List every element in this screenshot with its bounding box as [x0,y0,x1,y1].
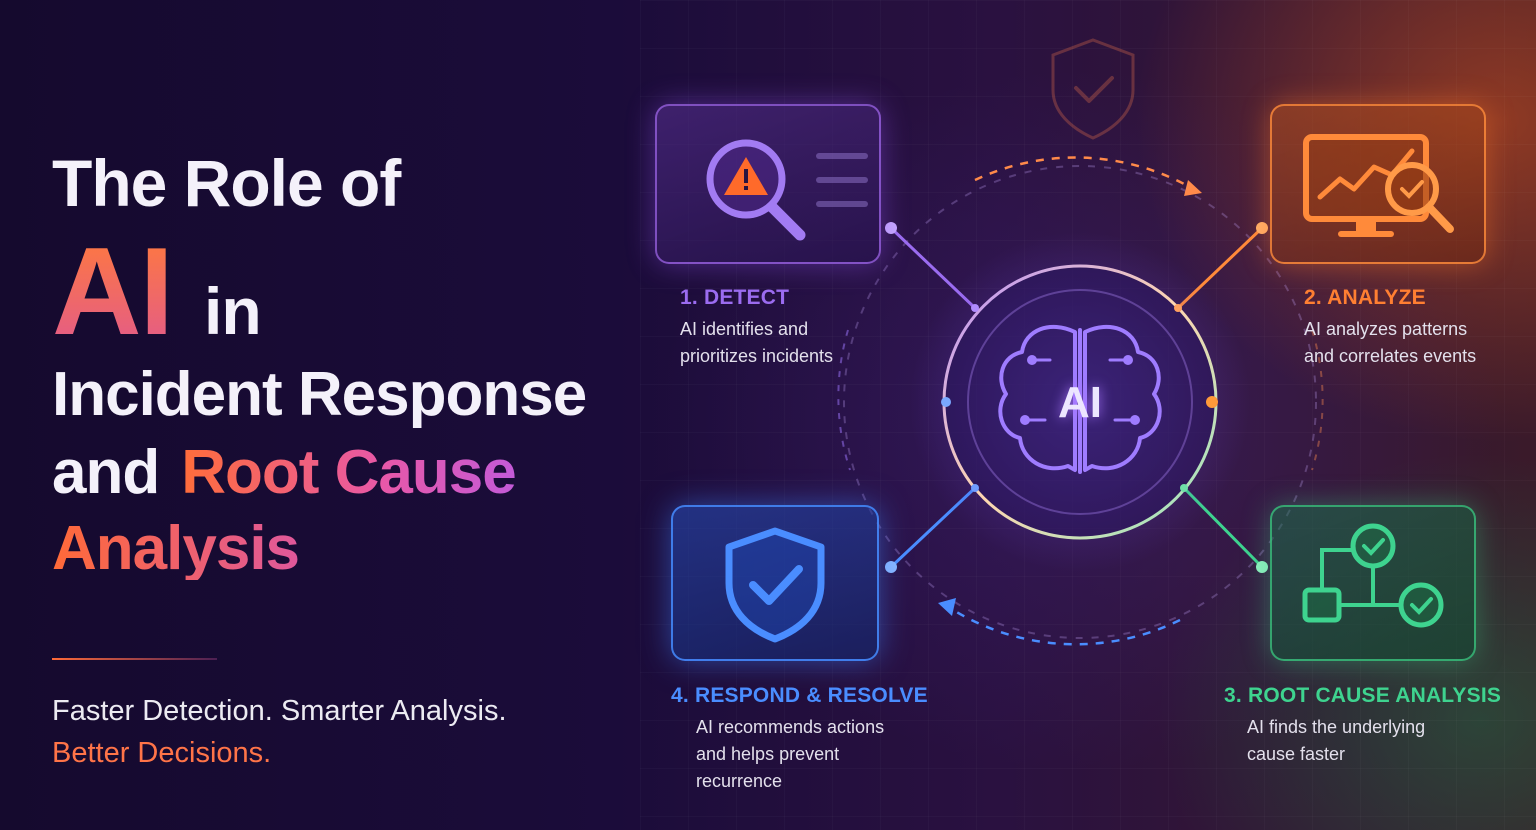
magnifier-warning-icon [706,139,868,241]
orbit-arrow-top [974,156,1196,192]
outer-orbit [843,165,1317,639]
step-respond-desc: AI recommends actions and helps prevent … [696,717,885,791]
tagline-line-1: Faster Detection. Smarter Analysis. [52,695,507,727]
respond-card [671,505,879,661]
tagline-line-2: Better Decisions. [52,737,272,769]
title-analysis: Analysis [52,514,300,583]
node-respond [885,561,897,573]
step-analyze-title: 2. ANALYZE [1304,286,1426,309]
title-line-2: AI in [52,230,652,354]
title-root-cause: Root Cause [181,438,516,507]
orbit-left-segment [837,329,851,471]
tagline: Faster Detection. Smarter Analysis. Bett… [52,690,507,774]
step-analyze-desc: AI analyzes patterns and correlates even… [1304,319,1477,366]
step-detect-desc: AI identifies and prioritizes incidents [680,319,834,366]
node-rca [1256,561,1268,573]
title-and: and [52,438,160,507]
rca-card [1270,505,1476,661]
title-line-4: and Root Cause [52,442,652,504]
title-line-1: The Role of [52,146,401,220]
monitor-chart-icon [1303,134,1454,237]
title-in: in [204,274,262,348]
detect-card [655,104,881,264]
step-respond-title: 4. RESPOND & RESOLVE [671,684,928,707]
hero-title: The Role of AI in Incident Response and … [52,150,652,580]
brain-icon [998,324,1162,474]
step-rca-title: 3. ROOT CAUSE ANALYSIS [1224,684,1502,707]
title-divider [52,658,217,660]
step-detect-title: 1. DETECT [680,286,790,309]
arrowhead-bottom [938,598,956,616]
step-rca-desc: AI finds the underlying cause faster [1247,717,1426,764]
shield-check-icon [725,527,825,643]
flow-check-icon [1302,523,1444,628]
orbit-arrow-bottom [949,606,1181,646]
analyze-card [1270,104,1486,264]
center-ring-inner [967,289,1193,515]
node-analyze [1256,222,1268,234]
center-ai-label: AI [1058,378,1102,427]
orbit-right-segment [1311,329,1324,471]
top-shield-icon [1051,38,1135,140]
node-detect [885,222,897,234]
arrowhead-top [1184,180,1202,196]
title-ai: AI [52,223,174,361]
title-line-3: Incident Response [52,360,587,429]
